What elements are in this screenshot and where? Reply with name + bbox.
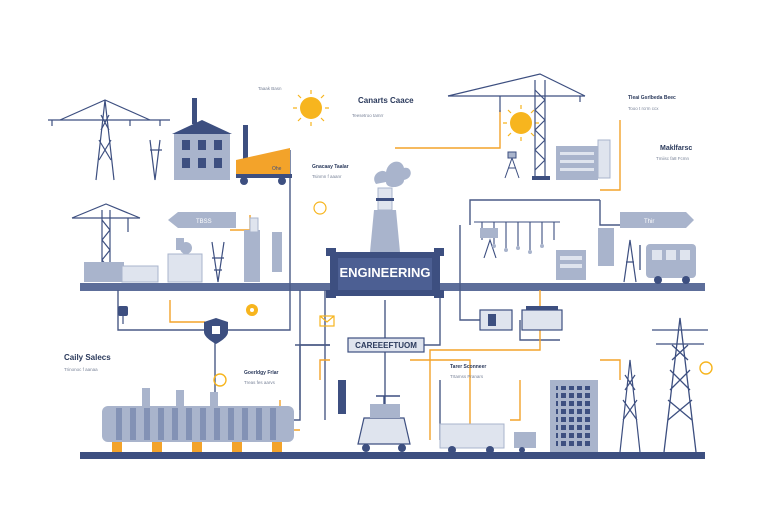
transformer-icon: [102, 388, 294, 452]
canada-sub: Teesetroo tamrr: [352, 113, 384, 118]
sun-icon: [503, 105, 539, 141]
shield-icon: [204, 318, 228, 344]
machinery-cluster: [84, 217, 282, 283]
transmission-tower-icon: [652, 317, 708, 453]
transmission-tower-icon: [619, 359, 641, 453]
tripod-icon: [504, 151, 520, 179]
makrtr-title: Maklfarsc: [660, 145, 692, 152]
left-arrow-text: TBSS: [196, 219, 212, 225]
right-small-sub: Trtamss Pranars: [450, 374, 484, 379]
right-arrow-tag: [620, 212, 694, 228]
crane-base: [532, 176, 550, 180]
top-right-title: Tleai Gsrlbeda Beec: [628, 95, 676, 101]
truck-icon: [439, 423, 536, 454]
bus-icon: [646, 244, 696, 284]
left-arrow-tag: [168, 212, 236, 228]
chimney-icon: [370, 161, 411, 252]
truck-tag: Ohe: [272, 166, 282, 172]
building-icon: [550, 380, 598, 452]
truck-icon: [236, 148, 292, 185]
energy-title: Gnacaay Taalar: [312, 164, 349, 170]
motor-icon: [479, 309, 513, 331]
lower-ground-rail: [80, 452, 705, 459]
connector-lines: [117, 150, 641, 440]
top-right-sub: Tooo t rcrm ccx: [628, 106, 659, 111]
right-arrow-text: Thir: [644, 219, 654, 225]
sun-icon: [293, 90, 329, 126]
transmission-tower-icon: [48, 99, 170, 181]
plug-icon: [118, 306, 128, 324]
factory-icon: [172, 98, 248, 180]
hanging-sensors: [474, 221, 560, 259]
tool-icon: [338, 380, 346, 414]
makrtr-sub: Tmiisc fa8 Fcmn: [656, 156, 690, 161]
top-note: Taaak Basn: [258, 86, 282, 91]
cart-icon: [357, 395, 411, 452]
gear-icon: [699, 361, 713, 375]
energy-sub: Tsinmn f aaanr: [312, 174, 342, 179]
crane-icon: [447, 73, 586, 178]
sensor-heads: [480, 228, 544, 254]
gear-icon: [246, 304, 258, 316]
engineering-banner: [326, 248, 444, 298]
right-small-title: Tarer Sconneer: [450, 364, 486, 370]
banner-title: ENGINEERING: [339, 265, 430, 280]
left-sub: Trinonoc f aanaa: [64, 367, 98, 372]
right-machine-cluster: [556, 228, 637, 283]
pump-icon: [521, 306, 563, 331]
canada-title: Canarts Caace: [358, 96, 414, 105]
sub-banner: [347, 337, 425, 353]
gear-icon: [213, 373, 227, 387]
envelope-icon: [319, 315, 335, 327]
center-small-title: Goerldgy Frlar: [244, 370, 279, 376]
sub-banner-text: CAREEEFTUOM: [355, 341, 417, 350]
machine-icon: [556, 139, 611, 180]
center-small-sub: Treas fes aarvs: [244, 380, 276, 385]
copyright-icon: [313, 201, 327, 215]
left-title: Caily Salecs: [64, 353, 111, 362]
